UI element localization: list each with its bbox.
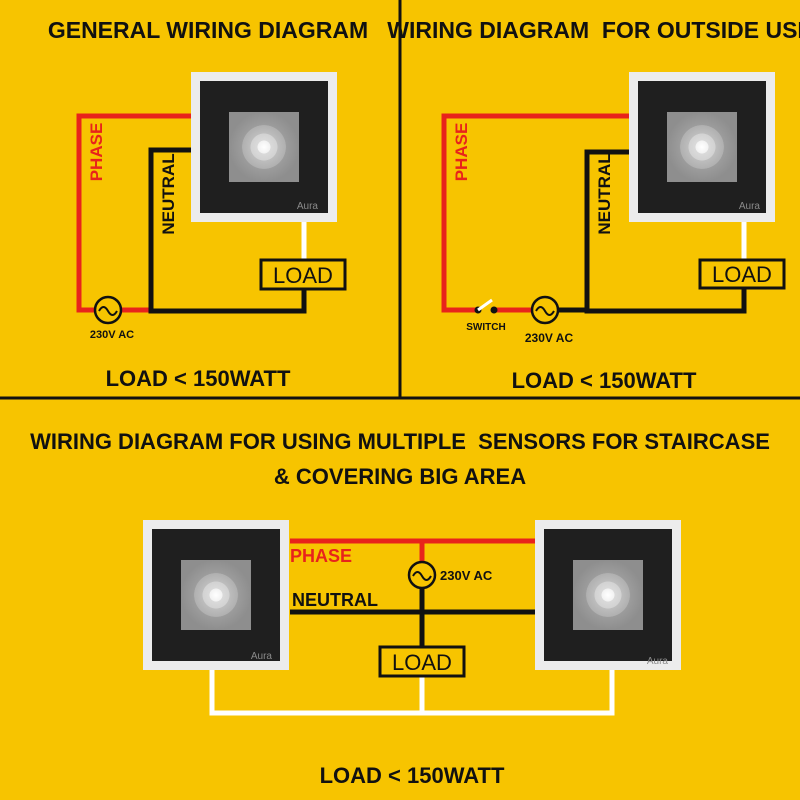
load-box: LOAD (698, 258, 786, 290)
motion-sensor-right: Aura (535, 520, 681, 670)
ac-source-icon (407, 560, 437, 590)
panel-general-title: GENERAL WIRING DIAGRAM (48, 17, 368, 43)
load-label: LOAD (392, 650, 452, 675)
load-limit-label: LOAD < 150WATT (320, 763, 505, 788)
neutral-label: NEUTRAL (159, 153, 178, 234)
brand-label: Aura (251, 651, 273, 662)
phase-wire (441, 113, 629, 313)
motion-sensor-left: Aura (143, 520, 289, 670)
sensor-lens (181, 560, 251, 630)
phase-wire (76, 113, 191, 313)
ac-source-icon (530, 295, 560, 325)
load-limit-label: LOAD < 150WATT (512, 368, 697, 393)
source-label: 230V AC (90, 329, 134, 341)
switch-label: SWITCH (466, 322, 505, 333)
source-label: 230V AC (440, 568, 493, 583)
brand-label: Aura (647, 656, 669, 667)
sensor-lens (573, 560, 643, 630)
load-label: LOAD (712, 262, 772, 287)
neutral-label: NEUTRAL (292, 590, 378, 610)
panel-multiple: WIRING DIAGRAM FOR USING MULTIPLE SENSOR… (30, 429, 770, 788)
brand-label: Aura (739, 201, 761, 212)
sensor-lens (229, 112, 299, 182)
panel-multiple-title-line2: & COVERING BIG AREA (274, 464, 526, 489)
brand-label: Aura (297, 201, 319, 212)
panel-outside: WIRING DIAGRAM FOR OUTSIDE USE SWITCH 23… (387, 17, 800, 393)
neutral-wire (148, 147, 307, 314)
source-label: 230V AC (525, 331, 574, 345)
motion-sensor: Aura (191, 72, 337, 222)
switch-icon (474, 298, 498, 314)
neutral-label: NEUTRAL (595, 153, 614, 234)
load-box: LOAD (378, 645, 466, 678)
load-limit-label: LOAD < 150WATT (106, 366, 291, 391)
panel-general: GENERAL WIRING DIAGRAM 230V AC PHASE NEU… (48, 17, 368, 391)
phase-label: PHASE (452, 123, 471, 182)
ac-source-icon (93, 295, 123, 325)
phase-label: PHASE (290, 546, 352, 566)
sensor-lens (667, 112, 737, 182)
neutral-wire (584, 149, 747, 314)
load-label: LOAD (273, 263, 333, 288)
panel-multiple-title-line1: WIRING DIAGRAM FOR USING MULTIPLE SENSOR… (30, 429, 770, 454)
panel-outside-title: WIRING DIAGRAM FOR OUTSIDE USE (387, 17, 800, 43)
load-return-wire (209, 670, 615, 716)
motion-sensor: Aura (629, 72, 775, 222)
phase-label: PHASE (87, 123, 106, 182)
load-box: LOAD (259, 258, 347, 291)
